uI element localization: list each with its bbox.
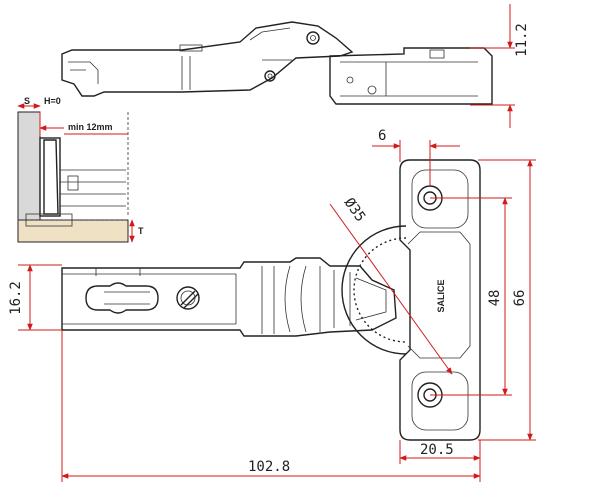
plan-view: SALICE <box>61 159 481 441</box>
dimension-102-8: 102.8 <box>61 330 481 482</box>
dim-16-2-label: 16.2 <box>8 281 24 315</box>
dimension-11-2: 11.2 <box>470 4 530 128</box>
mounting-detail: S H=0 min 12mm T <box>17 96 144 243</box>
dim-11-2-label: 11.2 <box>514 23 530 57</box>
dim-48-label: 48 <box>487 290 503 307</box>
dimension-6: 6 <box>372 128 460 186</box>
dimension-48-66: 48 66 <box>430 159 536 441</box>
dim-diameter-label: Ø35 <box>341 195 369 225</box>
detail-s-label: S <box>24 96 30 106</box>
side-view <box>61 21 493 105</box>
dimension-16-2: 16.2 <box>8 264 62 331</box>
dimension-cup-diameter: Ø35 <box>329 195 453 375</box>
detail-h-label: H=0 <box>44 96 61 106</box>
dim-66-label: 66 <box>512 290 528 307</box>
dim-102-8-label: 102.8 <box>248 459 290 475</box>
dimension-20-5: 20.5 <box>399 440 481 464</box>
dim-20-5-label: 20.5 <box>420 442 454 458</box>
detail-t-label: T <box>138 226 144 236</box>
brand-label: SALICE <box>436 279 446 312</box>
detail-min-label: min 12mm <box>68 122 113 132</box>
dim-6-label: 6 <box>378 128 386 144</box>
